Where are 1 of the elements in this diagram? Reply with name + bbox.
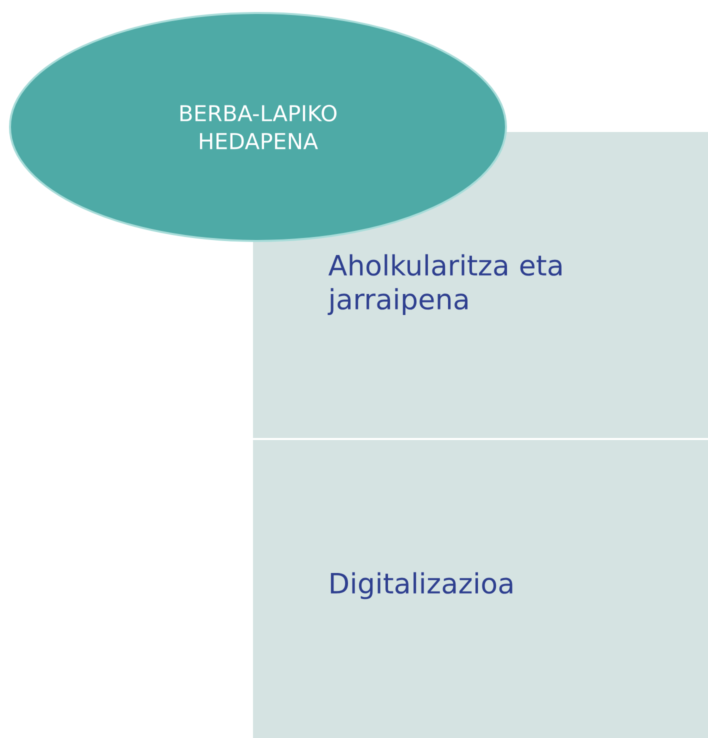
text-band: Digitalizazioa bbox=[253, 440, 708, 738]
